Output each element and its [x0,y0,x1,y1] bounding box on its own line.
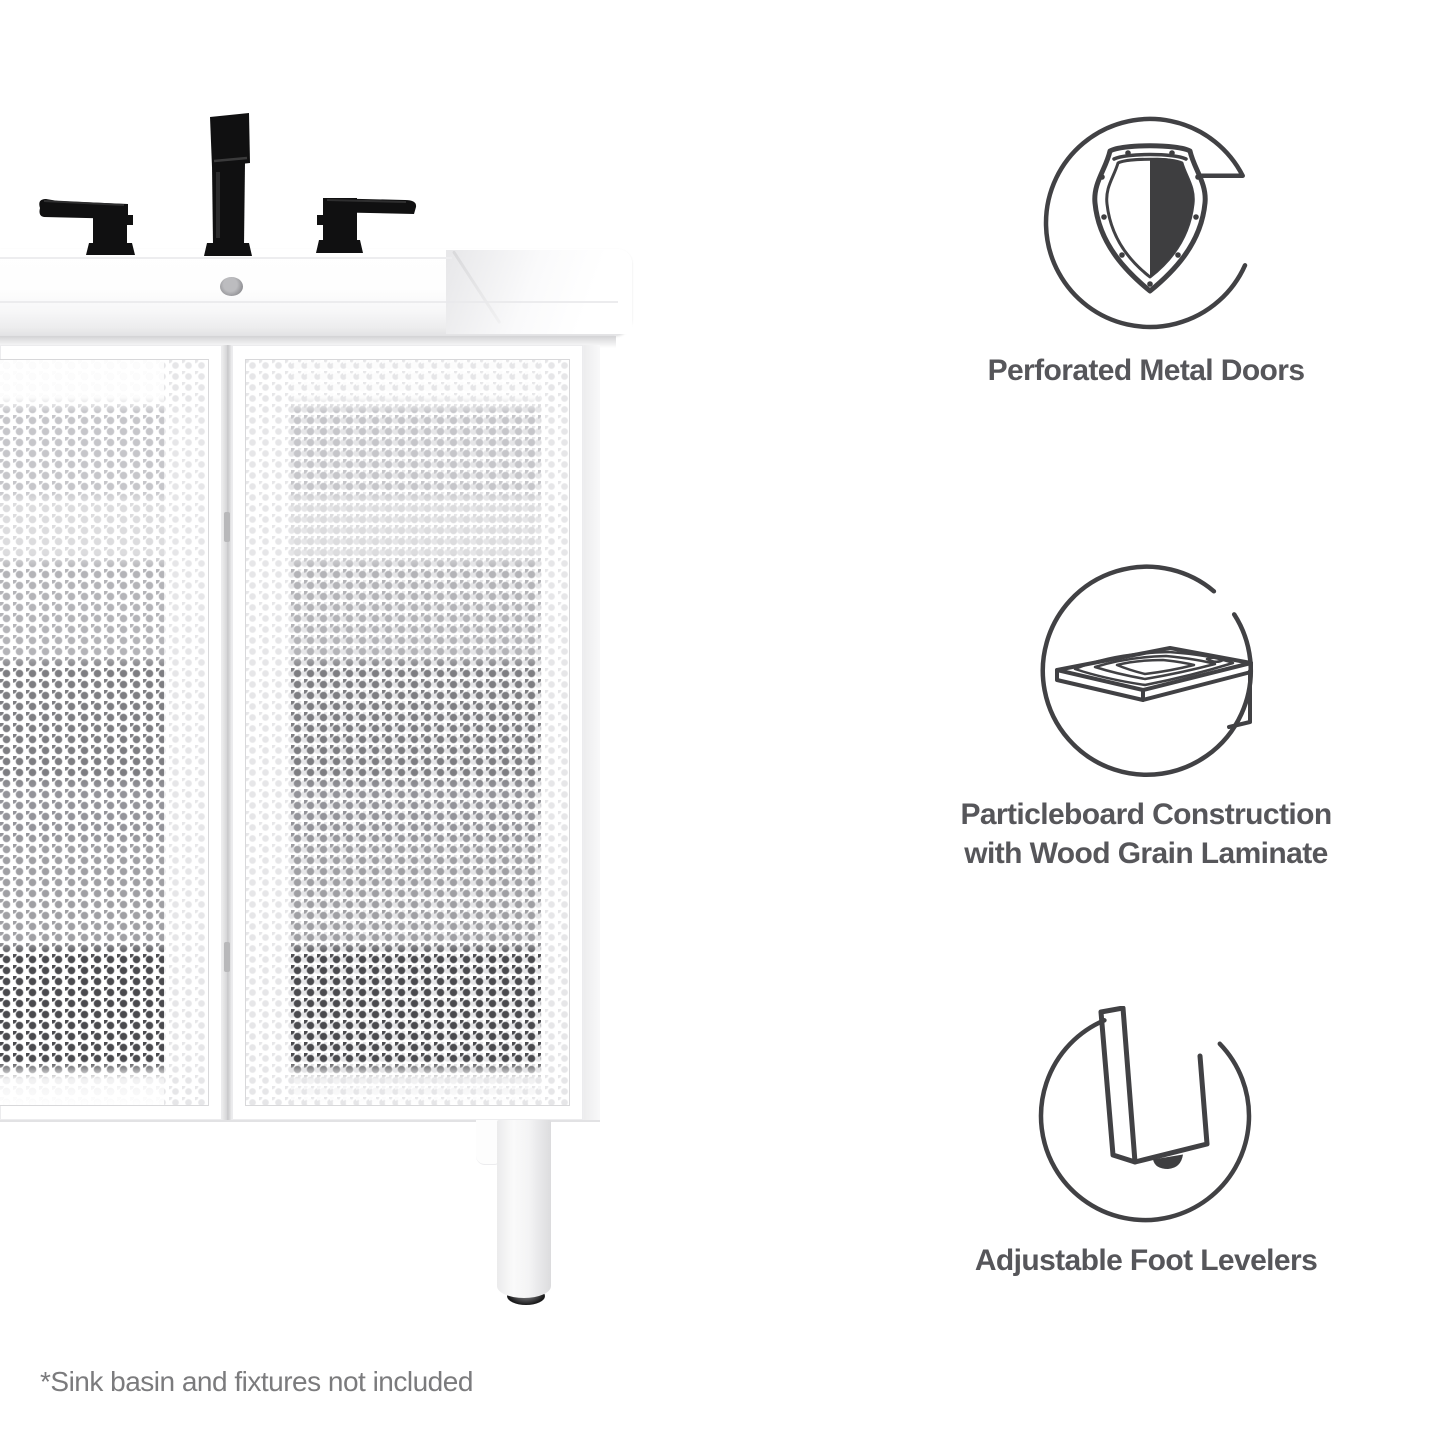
black-faucet-set [39,113,417,256]
counter-deck-line [0,257,452,259]
sink-overflow-hole [220,277,243,296]
counter-front-edge [0,301,618,303]
foot-leveler-icon [1038,1006,1252,1223]
feature-label-line: Adjustable Foot Levelers [974,1244,1318,1277]
faucet-left-handle [39,199,135,255]
feature-label-perforated-doors: Perforated Metal Doors [926,351,1366,390]
feature-label-particleboard: Particleboard Construction with Wood Gra… [926,795,1366,873]
particleboard-icon [1040,564,1254,777]
footnote: *Sink basin and fixtures not included [40,1366,473,1397]
interior-shadow [0,360,164,1105]
door-gap [222,345,232,1120]
product-photo [0,0,700,1445]
perforated-mesh [245,359,570,1106]
interior-shadow [291,360,541,1105]
shield-icon [1043,116,1248,330]
perforated-door-right [232,345,583,1120]
feature-label-line: with Wood Grain Laminate [964,837,1328,870]
hinge-icon [224,942,230,972]
feature-label-line: Particleboard Construction [960,798,1332,831]
perforated-door-left [0,345,222,1120]
faucet-spout [204,113,252,256]
feature-label-line: Perforated Metal Doors [987,354,1305,387]
faucet-right-handle [316,198,417,253]
feature-label-foot-levelers: Adjustable Foot Levelers [926,1241,1366,1280]
sink-basin [446,250,632,334]
hinge-icon [224,512,230,542]
vanity-leg [497,1120,551,1298]
perforated-mesh [0,359,209,1106]
